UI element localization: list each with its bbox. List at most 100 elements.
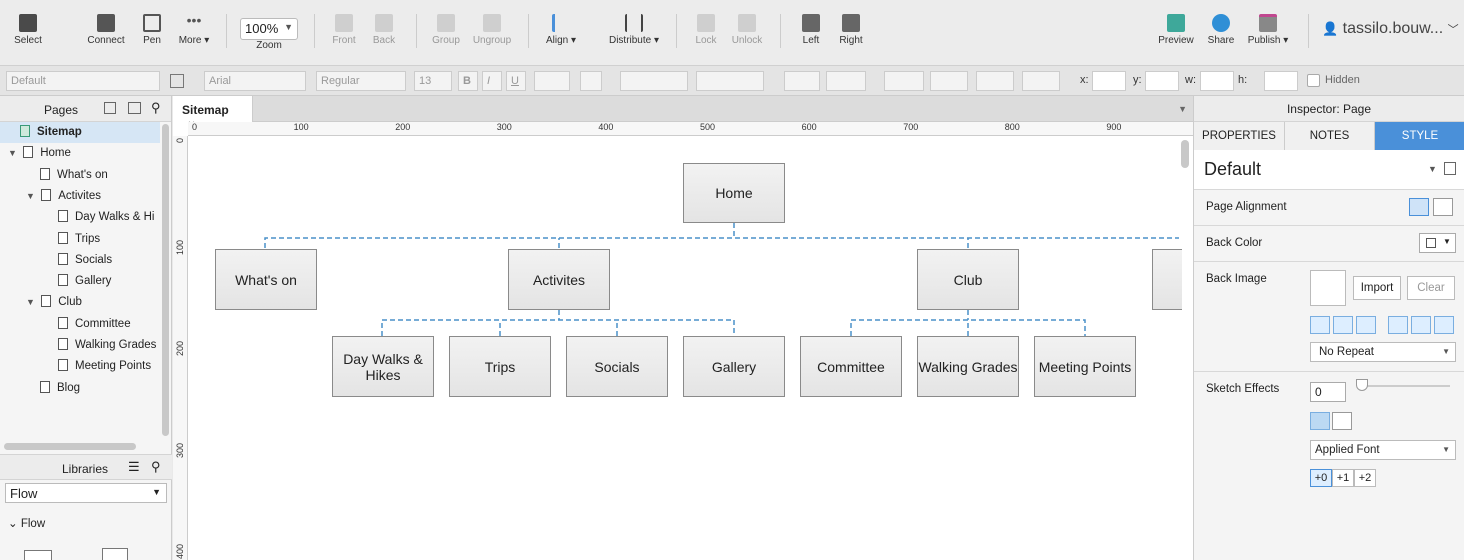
hidden-checkbox[interactable] <box>1307 74 1320 87</box>
add-page-icon[interactable] <box>104 102 116 114</box>
page-tree-item[interactable]: Day Walks & Hi <box>0 207 160 228</box>
back-button[interactable]: Back <box>370 14 398 46</box>
menu-icon[interactable]: ☰ <box>128 459 140 474</box>
right-button[interactable]: Right <box>838 14 864 46</box>
tab-sitemap[interactable]: Sitemap × <box>173 96 253 131</box>
lock-button[interactable]: Lock <box>694 14 718 46</box>
h-input[interactable] <box>1264 71 1298 91</box>
tab-menu-icon[interactable]: ▼ <box>1178 104 1187 114</box>
more-tools-button[interactable]: •••More ▾ <box>178 12 210 46</box>
applied-font-select[interactable]: Applied Font▼ <box>1310 440 1456 460</box>
search-icon[interactable]: ⚲ <box>151 100 161 115</box>
shadow-select[interactable] <box>826 71 866 91</box>
left-button[interactable]: Left <box>800 14 822 46</box>
fill-color-select[interactable] <box>784 71 820 91</box>
sitemap-node[interactable]: Walking Grades <box>917 336 1019 397</box>
group-button[interactable]: Group <box>430 14 462 46</box>
align-menu[interactable]: Align ▾ <box>544 14 578 46</box>
sketch-slider[interactable] <box>1360 385 1450 387</box>
tab-style[interactable]: STYLE <box>1375 122 1464 150</box>
ungroup-button[interactable]: Ungroup <box>472 14 512 46</box>
vertical-scrollbar[interactable] <box>162 124 169 436</box>
library-select[interactable]: Flow▼ <box>5 483 167 503</box>
image-valign-middle-icon[interactable] <box>1411 316 1431 334</box>
add-folder-icon[interactable] <box>128 102 141 114</box>
edit-style-icon[interactable] <box>170 74 184 88</box>
page-tree-item[interactable]: Walking Grades <box>0 335 160 356</box>
y-input[interactable] <box>1145 71 1179 91</box>
horizontal-scrollbar[interactable] <box>4 443 136 450</box>
color-mode-icon[interactable] <box>1310 412 1330 430</box>
page-tree-item[interactable]: ▼ Home <box>0 143 160 164</box>
flow-shape-rectangle[interactable] <box>24 550 52 560</box>
font-family-select[interactable]: Arial <box>204 71 306 91</box>
sitemap-node-partial[interactable] <box>1152 249 1182 310</box>
sitemap-node[interactable]: Socials <box>566 336 668 397</box>
canvas-scrollbar[interactable] <box>1181 140 1189 168</box>
line-color-select[interactable] <box>884 71 924 91</box>
bullet-list-button[interactable] <box>580 71 602 91</box>
sitemap-node[interactable]: Gallery <box>683 336 785 397</box>
page-tree-item[interactable]: Gallery <box>0 271 160 292</box>
sitemap-node[interactable]: Trips <box>449 336 551 397</box>
page-tree-item[interactable]: Sitemap <box>0 122 160 143</box>
sitemap-node[interactable]: What's on <box>215 249 317 310</box>
text-color-select[interactable] <box>534 71 570 91</box>
search-icon[interactable]: ⚲ <box>151 459 161 474</box>
slider-handle[interactable] <box>1356 379 1368 391</box>
expand-toggle-icon[interactable]: ▼ <box>26 297 35 308</box>
font-weight-select[interactable]: Regular <box>316 71 406 91</box>
sitemap-node[interactable]: Meeting Points <box>1034 336 1136 397</box>
front-button[interactable]: Front <box>330 14 358 46</box>
text-align-group[interactable] <box>620 71 688 91</box>
arrow-style-select[interactable] <box>1022 71 1060 91</box>
underline-button[interactable]: U <box>506 71 526 91</box>
sitemap-node-home[interactable]: Home <box>683 163 785 223</box>
vertical-align-group[interactable] <box>696 71 764 91</box>
chevron-down-icon[interactable]: ▼ <box>1428 164 1437 174</box>
page-tree-item[interactable]: Trips <box>0 229 160 250</box>
image-valign-bottom-icon[interactable] <box>1434 316 1454 334</box>
sketch-value-input[interactable]: 0 <box>1310 382 1346 402</box>
pen-tool[interactable]: Pen <box>140 14 164 46</box>
bold-button[interactable]: B <box>458 71 478 91</box>
back-image-preview[interactable] <box>1310 270 1346 306</box>
sitemap-node[interactable]: Activites <box>508 249 610 310</box>
expand-toggle-icon[interactable]: ▼ <box>8 148 17 159</box>
share-button[interactable]: Share <box>1206 14 1236 46</box>
unlock-button[interactable]: Unlock <box>730 14 764 46</box>
tab-properties[interactable]: PROPERTIES <box>1194 122 1285 150</box>
back-color-picker[interactable]: ▼ <box>1419 233 1456 253</box>
image-align-left-icon[interactable] <box>1310 316 1330 334</box>
sitemap-node[interactable]: Day Walks & Hikes <box>332 336 434 397</box>
align-center-icon[interactable] <box>1433 198 1453 216</box>
w-input[interactable] <box>1200 71 1234 91</box>
user-menu[interactable]: 👤 tassilo.bouw... ﹀ <box>1322 20 1459 37</box>
publish-menu[interactable]: Publish ▾ <box>1246 14 1290 46</box>
page-tree-item[interactable]: Blog <box>0 378 160 399</box>
font-step-2-button[interactable]: +2 <box>1354 469 1376 487</box>
tab-notes[interactable]: NOTES <box>1285 122 1375 150</box>
flow-shape-document[interactable] <box>102 548 128 560</box>
expand-toggle-icon[interactable]: ▼ <box>26 190 35 201</box>
edit-style-icon[interactable] <box>1444 162 1456 175</box>
distribute-menu[interactable]: Distribute ▾ <box>606 14 662 46</box>
line-style-select[interactable] <box>976 71 1014 91</box>
line-width-select[interactable] <box>930 71 968 91</box>
x-input[interactable] <box>1092 71 1126 91</box>
repeat-select[interactable]: No Repeat▼ <box>1310 342 1456 362</box>
clear-button[interactable]: Clear <box>1407 276 1455 300</box>
page-tree-item[interactable]: ▼ Activites <box>0 186 160 207</box>
italic-button[interactable]: I <box>482 71 502 91</box>
preview-button[interactable]: Preview <box>1157 14 1195 46</box>
select-tool[interactable]: Select <box>8 14 48 46</box>
image-align-right-icon[interactable] <box>1356 316 1376 334</box>
image-align-center-icon[interactable] <box>1333 316 1353 334</box>
library-section-flow[interactable]: ⌄ Flow <box>8 518 46 530</box>
font-size-select[interactable]: 13 <box>414 71 452 91</box>
page-tree-item[interactable]: ▼ Club <box>0 292 160 313</box>
page-tree-item[interactable]: What's on <box>0 165 160 186</box>
align-left-icon[interactable] <box>1409 198 1429 216</box>
connect-tool[interactable]: Connect <box>84 14 128 46</box>
zoom-select[interactable]: 100%▼ <box>240 18 298 40</box>
